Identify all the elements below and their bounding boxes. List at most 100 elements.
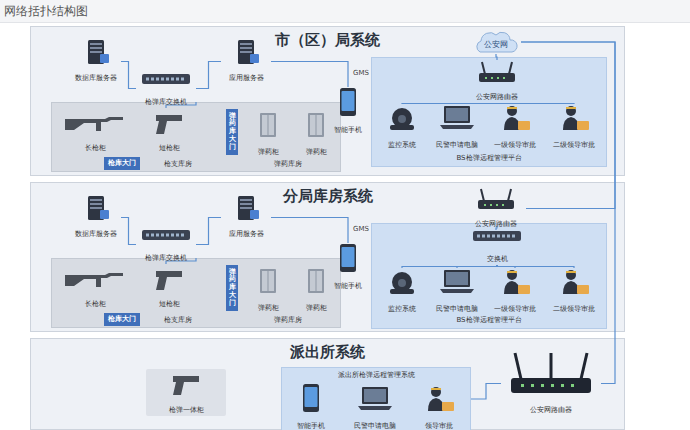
router-icon — [478, 189, 514, 209]
node-label: 短枪柜 — [159, 144, 180, 153]
platform-panel: 智能手机民警申请电脑领导审批派出所枪弹远程管理系统 — [281, 367, 471, 430]
connector-line — [121, 62, 136, 89]
cabinet-icon — [308, 113, 324, 137]
node-label: 数据库服务器 — [75, 230, 117, 239]
cabinet-device: 弹药柜 — [296, 267, 336, 314]
person-picture — [548, 268, 600, 296]
rifle-icon — [65, 117, 123, 131]
node-label: 弹药柜 — [258, 148, 279, 157]
cabinet-device: 弹药柜 — [248, 111, 288, 158]
camera-picture — [380, 268, 424, 296]
phone-picture — [331, 243, 365, 273]
phone-picture — [331, 87, 365, 117]
rifle-picture — [60, 109, 130, 135]
node-label: 枪库大门 — [104, 313, 140, 326]
node-label: 数据库服务器 — [75, 74, 117, 83]
person-icon — [428, 387, 454, 411]
node-label: 一级领导审批 — [494, 141, 536, 150]
connector-line — [402, 265, 497, 268]
node-label: 弹药柜 — [306, 148, 327, 157]
node-label: 智能手机 — [297, 422, 325, 430]
connector-line — [496, 226, 497, 230]
node-label: 枪弹库交换机 — [145, 254, 187, 263]
bigrouter-picture — [501, 351, 601, 397]
connector-line — [196, 218, 221, 245]
camera-device: 监控系统 — [380, 268, 424, 315]
phone-icon — [340, 88, 356, 116]
node-label: 枪库大门 — [104, 157, 140, 170]
phone-picture — [294, 383, 328, 413]
node-label: 弹药柜 — [258, 304, 279, 313]
pistol-icon — [156, 271, 182, 290]
server-picture — [221, 39, 271, 65]
network-cloud: 公安网 — [471, 30, 521, 54]
phone-device: 智能手机 — [294, 383, 328, 430]
pistol-device: 短枪柜 — [144, 265, 194, 310]
channel-label: GMS — [353, 225, 369, 233]
node-label: 短枪柜 — [159, 300, 180, 309]
armory-panel: 长枪柜短枪柜枪库大门弹药库大门弹药柜弹药柜枪支库房弹药库房 — [51, 102, 341, 172]
pistol-picture — [144, 109, 194, 135]
node-label: 监控系统 — [388, 141, 416, 150]
door-label: 枪库大门 — [104, 157, 140, 170]
switch-picture — [467, 226, 527, 246]
server-device: 数据库服务器 — [71, 39, 121, 84]
person-icon — [504, 270, 530, 294]
door-label-vertical: 弹药库大门 — [226, 265, 238, 311]
connector-line — [496, 54, 497, 60]
diagram-title: 网络括扑结构图 — [4, 3, 88, 20]
connector-line — [457, 265, 497, 268]
pistol-picture — [146, 369, 226, 397]
connector-line — [121, 218, 136, 245]
cabinet-picture — [296, 267, 336, 295]
node-label: 交换机 — [487, 255, 508, 264]
door-label-vertical: 弹药库大门 — [226, 109, 238, 155]
person-picture — [417, 385, 461, 413]
system-heading: 市（区）局系统 — [31, 31, 624, 49]
node-label: 应用服务器 — [229, 230, 264, 239]
platform-panel: 交换机监控系统民警申请电脑一级领导审批二级领导审批BS枪弹远程管理平台 — [371, 223, 607, 329]
camera-device: 监控系统 — [380, 104, 424, 151]
connector-line — [166, 258, 196, 264]
connector-line — [497, 265, 515, 268]
server-device: 应用服务器 — [221, 195, 271, 240]
server-icon — [238, 40, 259, 64]
switch-picture — [136, 69, 196, 89]
person-device: 二级领导审批 — [548, 104, 600, 151]
node-label: 智能手机 — [334, 282, 362, 291]
phone-device: 智能手机 — [331, 243, 365, 292]
rifle-device: 长枪柜 — [60, 265, 130, 310]
connector-line — [166, 102, 196, 108]
switch-device: 交换机 — [467, 226, 527, 265]
node-label: 公安网路由器 — [476, 93, 518, 102]
laptop-device: 民警申请电脑 — [432, 104, 482, 151]
node-label: 弹药柜 — [306, 304, 327, 313]
cabinet-icon — [260, 113, 276, 137]
title-bar — [0, 0, 690, 23]
node-label: 应用服务器 — [229, 74, 264, 83]
node-label: 弹药库房 — [274, 160, 302, 169]
node-label: 二级领导审批 — [553, 141, 595, 150]
camera-icon — [390, 272, 414, 294]
node-label: 枪支库房 — [164, 316, 192, 325]
node-label: 长枪柜 — [85, 144, 106, 153]
node-label: 枪弹库交换机 — [145, 98, 187, 107]
connector-line — [457, 103, 497, 104]
system-heading: 分局库房系统 — [31, 187, 624, 205]
cabinet-device: 弹药柜 — [248, 267, 288, 314]
platform-panel: 公安网路由器监控系统民警申请电脑一级领导审批二级领导审批BS枪弹远程管理平台 — [371, 57, 607, 167]
node-label: 弹药库大门 — [229, 269, 236, 307]
laptop-device: 民警申请电脑 — [432, 268, 482, 315]
router-icon — [479, 62, 515, 82]
laptop-picture — [432, 268, 482, 296]
person-device: 一级领导审批 — [490, 268, 540, 315]
armory-panel: 长枪柜短枪柜枪库大门弹药库大门弹药柜弹药柜枪支库房弹药库房 — [51, 258, 341, 328]
cabinet-picture — [248, 111, 288, 139]
router-device: 公安网路由器 — [467, 60, 527, 103]
node-label: 公安网 — [471, 39, 521, 50]
switch-picture — [136, 225, 196, 245]
node-label: 公安网路由器 — [475, 220, 517, 229]
cabinet-picture — [296, 111, 336, 139]
node-label: 民警申请电脑 — [436, 141, 478, 150]
